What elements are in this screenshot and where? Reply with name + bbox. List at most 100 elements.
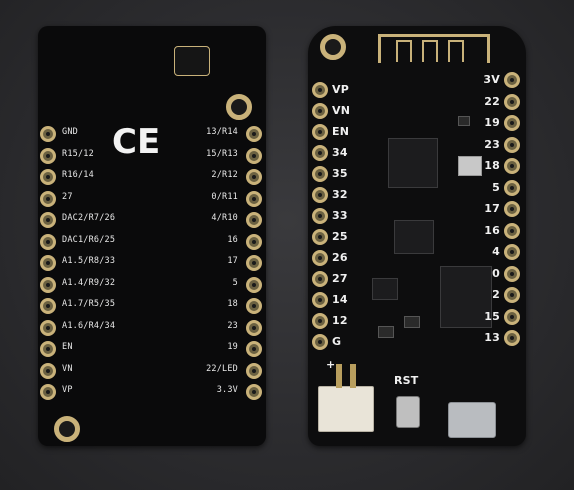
pin-label: 18 <box>227 299 238 309</box>
header-pin <box>40 212 56 228</box>
header-pin <box>504 244 520 260</box>
pin-label: 14 <box>332 293 348 306</box>
header-pin <box>312 271 328 287</box>
pin-label: EN <box>62 342 73 352</box>
mounting-hole <box>320 34 346 60</box>
header-pin <box>312 292 328 308</box>
header-pin <box>312 103 328 119</box>
pin-label: VP <box>332 83 349 96</box>
header-pin <box>312 166 328 182</box>
smd-component <box>458 116 470 126</box>
pin-label: 15 <box>484 309 500 323</box>
pin-label: VN <box>332 104 351 117</box>
header-pin <box>246 298 262 314</box>
pin-label: EN <box>332 125 350 138</box>
header-pin <box>246 190 262 207</box>
pin-label: A1.7/R5/35 <box>62 299 116 309</box>
header-pin <box>40 126 56 142</box>
header-pin <box>504 201 520 217</box>
smd-component <box>378 326 394 338</box>
header-pin <box>504 287 520 303</box>
pin-label: 26 <box>332 251 348 264</box>
pin-label: 5 <box>232 277 238 288</box>
header-pin <box>40 169 56 185</box>
pin-label: 23 <box>227 320 238 331</box>
header-pin <box>504 72 520 88</box>
esp32-chip <box>388 138 438 188</box>
pin-label: 27 <box>62 191 73 202</box>
header-pin <box>40 319 56 336</box>
header-pin <box>312 313 328 329</box>
header-pin <box>40 147 56 164</box>
pin-label: DAC1/R6/25 <box>62 234 116 245</box>
pcb-antenna-trace <box>422 40 438 62</box>
usb-footprint <box>174 46 210 76</box>
pin-label: 4/R10 <box>211 213 238 223</box>
header-pin <box>40 298 56 314</box>
header-pin <box>312 145 328 161</box>
pin-label: 0/R11 <box>211 191 238 202</box>
header-pin <box>246 276 262 293</box>
micro-usb-port[interactable] <box>448 402 496 438</box>
pin-label: R16/14 <box>62 170 94 180</box>
header-pin <box>246 169 262 185</box>
header-pin <box>246 147 262 164</box>
crystal <box>458 156 482 176</box>
connector-pin <box>350 364 356 388</box>
pin-label: 13 <box>484 331 500 344</box>
pin-label: 32 <box>332 188 348 201</box>
pin-label: 33 <box>332 209 348 222</box>
reset-button[interactable] <box>396 396 420 428</box>
header-pin <box>312 82 328 98</box>
flash-chip <box>394 220 434 254</box>
header-pin <box>246 255 262 271</box>
header-pin <box>246 233 262 250</box>
pin-label: 27 <box>332 272 348 285</box>
pin-label: 4 <box>492 245 500 258</box>
header-pin <box>504 330 520 346</box>
pin-label: 35 <box>332 167 348 180</box>
mounting-hole <box>226 94 252 120</box>
header-pin <box>312 187 328 203</box>
pin-label: 17 <box>484 202 500 215</box>
pin-label: 18 <box>484 159 500 172</box>
reset-label: RST <box>394 374 419 387</box>
pin-label: 17 <box>227 256 238 266</box>
pin-label: 5 <box>492 180 500 194</box>
pin-label: VP <box>62 385 73 395</box>
plus-label: + <box>326 358 336 371</box>
pin-label: 22/LED <box>206 363 238 374</box>
pin-label: A1.4/R9/32 <box>62 277 116 288</box>
header-pin <box>40 276 56 293</box>
header-pin <box>312 334 328 350</box>
connector-pin <box>336 364 342 388</box>
header-pin <box>504 265 520 282</box>
header-pin <box>504 136 520 153</box>
pin-label: VN <box>62 363 73 374</box>
ce-logo: CE <box>112 122 161 162</box>
header-pin <box>246 362 262 379</box>
header-pin <box>40 255 56 271</box>
header-pin <box>40 362 56 379</box>
pin-label: GND <box>62 127 78 137</box>
pcb-antenna-trace <box>448 40 464 62</box>
header-pin <box>40 233 56 250</box>
header-pin <box>312 250 328 266</box>
header-pin <box>246 384 262 400</box>
pin-label: DAC2/R7/26 <box>62 213 116 223</box>
header-pin <box>40 384 56 400</box>
header-pin <box>246 319 262 336</box>
header-pin <box>504 179 520 196</box>
pin-label: 13/R14 <box>206 127 238 137</box>
pin-label: 12 <box>332 314 348 327</box>
header-pin <box>246 126 262 142</box>
pin-label: 34 <box>332 146 348 159</box>
pcb-antenna-trace <box>396 40 412 62</box>
pin-label: A1.5/R8/33 <box>62 256 116 266</box>
pin-label: 15/R13 <box>206 148 238 159</box>
header-pin <box>312 208 328 224</box>
header-pin <box>504 222 520 239</box>
